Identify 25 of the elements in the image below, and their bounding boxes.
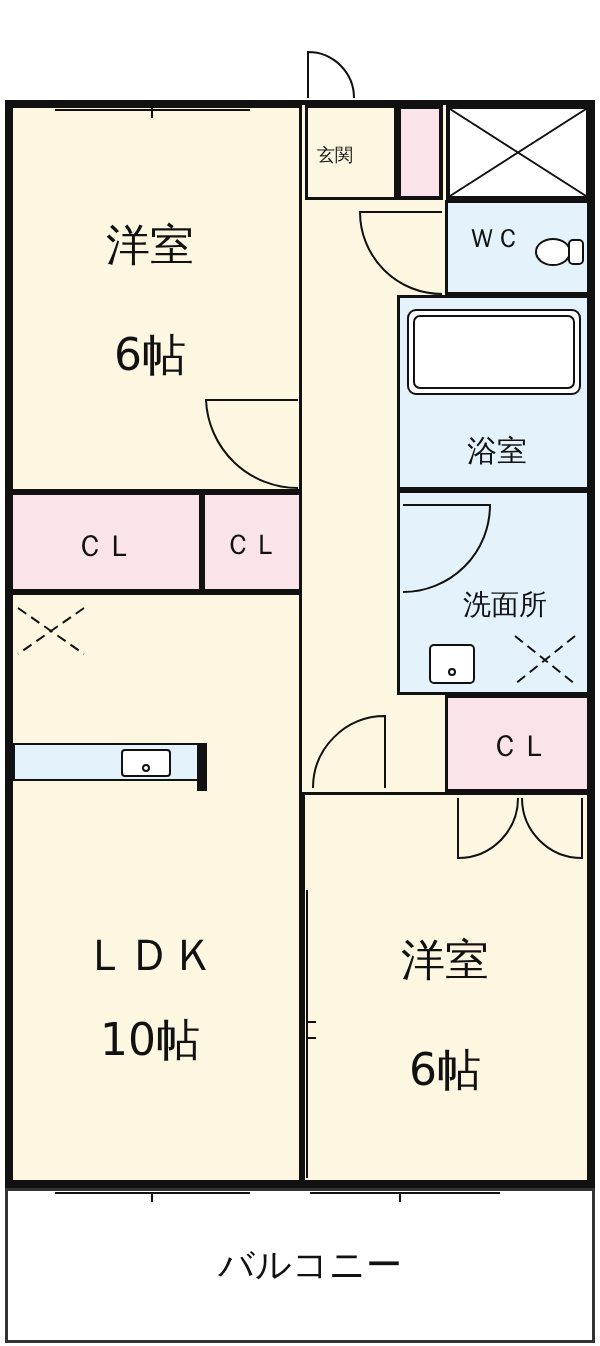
room bbox=[305, 105, 397, 200]
closet bbox=[202, 492, 302, 592]
room-label: 浴室 bbox=[467, 433, 527, 467]
closet bbox=[445, 695, 590, 792]
closet bbox=[10, 492, 202, 592]
room-label: ＷＣ bbox=[469, 223, 521, 253]
room-label: ＣＬ bbox=[224, 529, 280, 561]
room bbox=[10, 592, 302, 1183]
room-label: 洗面所 bbox=[463, 589, 547, 621]
room-label: 10帖 bbox=[100, 1015, 200, 1065]
room bbox=[445, 200, 590, 295]
room-label: ＣＬ bbox=[490, 728, 550, 762]
room-label: 洋室 bbox=[401, 935, 489, 985]
room-label: 6帖 bbox=[114, 330, 186, 380]
room-label: 玄関 bbox=[317, 145, 353, 165]
room-label: ＬＤＫ bbox=[84, 930, 216, 980]
room-label: ＣＬ bbox=[75, 528, 135, 562]
room-label: 洋室 bbox=[106, 220, 194, 270]
room-label: バルコニー bbox=[218, 1245, 402, 1285]
room bbox=[10, 105, 302, 492]
balcony bbox=[5, 1188, 595, 1343]
room bbox=[397, 295, 590, 490]
room bbox=[302, 792, 590, 1183]
room-label: 6帖 bbox=[409, 1045, 481, 1095]
room bbox=[397, 490, 590, 695]
